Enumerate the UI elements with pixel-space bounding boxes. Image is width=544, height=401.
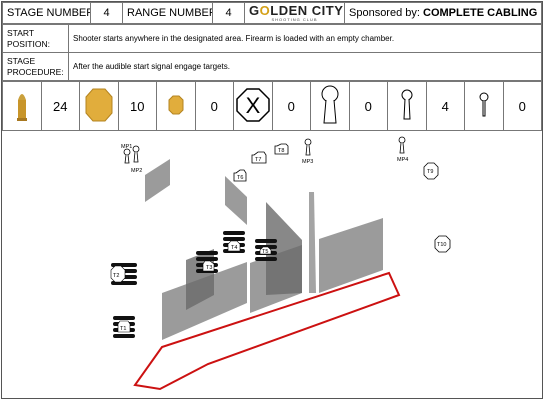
- club-logo: GOLDEN CITY SHOOTING CLUB: [244, 2, 345, 24]
- info-table: START POSITION: Shooter starts anywhere …: [2, 24, 542, 81]
- t7-label: T7: [255, 157, 261, 163]
- stage-procedure-label: STAGE PROCEDURE:: [2, 52, 69, 81]
- popper-mp2: MP2: [131, 145, 142, 174]
- counts-table: 24 10 0 X 0: [2, 81, 542, 131]
- mp1-label: MP1: [121, 144, 132, 150]
- t4-label: T4: [231, 245, 237, 251]
- popper-mp1: MP1: [121, 144, 132, 164]
- t2-label: T2: [113, 273, 119, 279]
- target-t2: T2: [110, 263, 137, 285]
- t10-label: T10: [437, 242, 446, 248]
- popper-mp4: MP4: [397, 136, 408, 163]
- mini-target-icon: [156, 81, 196, 131]
- t6-label: T6: [237, 175, 243, 181]
- range-number-label: RANGE NUMBER:: [122, 2, 213, 24]
- target-t9: T9: [423, 162, 439, 180]
- stage-diagram: MP1 MP2 MP3 MP4 T6 T7 T8: [110, 136, 451, 391]
- wall-upper-mid: [225, 176, 247, 225]
- poppers-count: 0: [348, 81, 388, 131]
- round-icon: [2, 81, 42, 131]
- sponsor: Sponsored by: COMPLETE CABLING EQUIPMENT: [344, 2, 542, 24]
- rounds-count: 24: [40, 81, 80, 131]
- popper-mp3: MP3: [302, 138, 313, 165]
- wall-divider: [309, 192, 316, 293]
- popper-icon: [310, 81, 350, 131]
- no-shoots-count: 0: [271, 81, 311, 131]
- target-t4: T4: [223, 231, 245, 253]
- medium-popper-icon: [387, 81, 427, 131]
- t5-label: T5: [262, 249, 268, 255]
- range-number-value: 4: [212, 2, 245, 24]
- wall-upper-left: [145, 159, 170, 202]
- fault-line: [133, 271, 401, 391]
- paper-targets-count: 10: [117, 81, 157, 131]
- target-t5: T5: [255, 239, 277, 261]
- mp4-label: MP4: [397, 157, 408, 163]
- target-t6: T6: [233, 169, 247, 182]
- no-shoot-icon: X: [233, 81, 273, 131]
- mp3-label: MP3: [302, 159, 313, 165]
- wall-panel-front-left: [162, 262, 247, 340]
- t3-label: T3: [206, 265, 212, 271]
- wall-panel-right: [319, 218, 383, 293]
- t1-label: T1: [120, 326, 126, 332]
- target-t10: T10: [434, 235, 451, 253]
- target-t7: T7: [251, 151, 267, 164]
- header-table: STAGE NUMBER: 4 RANGE NUMBER: 4 GOLDEN C…: [2, 2, 542, 24]
- stage-number-label: STAGE NUMBER:: [2, 2, 91, 24]
- target-t1: T1: [113, 316, 135, 338]
- stage-procedure-text: After the audible start signal engage ta…: [68, 52, 542, 81]
- paper-target-icon: [79, 81, 119, 131]
- start-position-label: START POSITION:: [2, 24, 69, 53]
- t9-label: T9: [427, 169, 433, 175]
- medium-poppers-count: 4: [425, 81, 465, 131]
- mini-targets-count: 0: [194, 81, 234, 131]
- start-position-text: Shooter starts anywhere in the designate…: [68, 24, 542, 53]
- sponsor-name: COMPLETE CABLING EQUIPMENT: [423, 7, 541, 19]
- stage-number-value: 4: [90, 2, 123, 24]
- t8-label: T8: [278, 148, 284, 154]
- target-t3: T3: [196, 251, 218, 273]
- target-t8: T8: [274, 143, 289, 155]
- wall-panel-center-side: [266, 202, 302, 295]
- svg-text:X: X: [245, 93, 260, 118]
- mp2-label: MP2: [131, 168, 142, 174]
- mini-popper-icon: [464, 81, 504, 131]
- mini-poppers-count: 0: [502, 81, 542, 131]
